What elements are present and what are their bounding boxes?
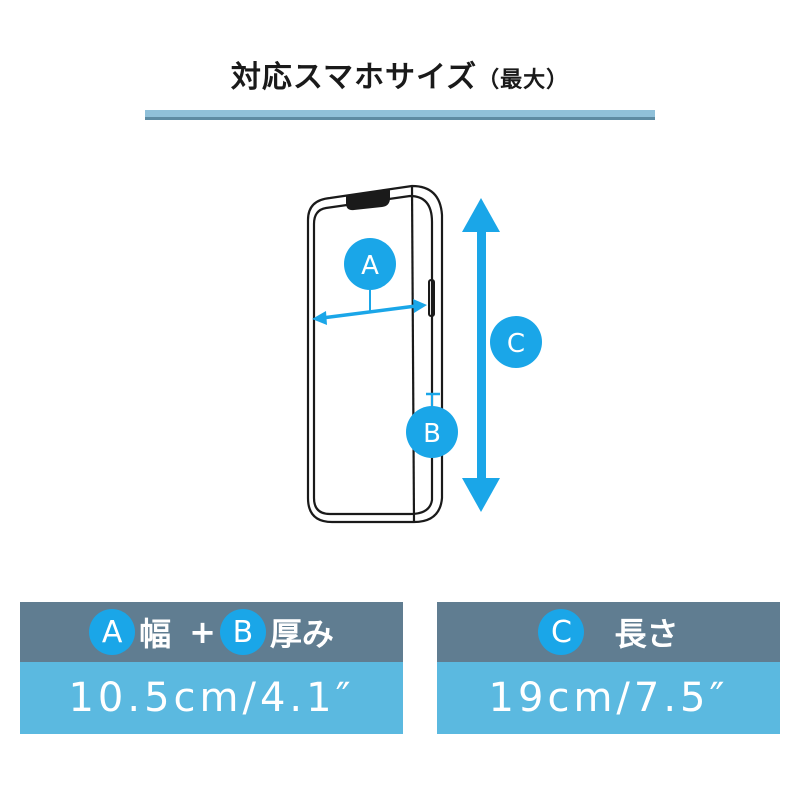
length-arrow xyxy=(462,198,500,512)
thickness-arrow xyxy=(426,392,440,408)
length-header: C 長さ xyxy=(437,602,780,662)
side-button xyxy=(428,279,435,317)
badge-b: B xyxy=(406,406,458,458)
width-thickness-panel: A 幅 + B 厚み 10.5cm/4.1″ xyxy=(20,602,403,734)
badge-b-label: B xyxy=(423,419,441,449)
width-label: 幅 xyxy=(139,615,172,653)
length-value: 19cm/7.5″ xyxy=(437,662,780,734)
title-main: 対応スマホサイズ xyxy=(230,60,478,95)
badge-c: C xyxy=(538,609,585,655)
badge-c-label: C xyxy=(507,329,525,359)
length-panel: C 長さ 19cm/7.5″ xyxy=(437,602,780,734)
badge-c: C xyxy=(490,316,542,368)
title-sub: （最大） xyxy=(477,68,570,93)
page-title: 対応スマホサイズ（最大） xyxy=(0,52,800,96)
badge-a-label: A xyxy=(361,251,379,281)
length-label: 長さ xyxy=(614,615,679,653)
width-thickness-header: A 幅 + B 厚み xyxy=(20,602,403,662)
phone-outline xyxy=(306,184,444,524)
phone-notch xyxy=(346,190,390,211)
width-thickness-value: 10.5cm/4.1″ xyxy=(20,662,403,734)
thickness-label: 厚み xyxy=(269,615,334,653)
width-arrow xyxy=(312,290,427,325)
plus-sign: + xyxy=(189,613,216,651)
badge-b: B xyxy=(219,609,266,655)
badge-a: A xyxy=(89,609,136,655)
title-underline xyxy=(145,110,655,120)
badge-a: A xyxy=(344,238,396,290)
